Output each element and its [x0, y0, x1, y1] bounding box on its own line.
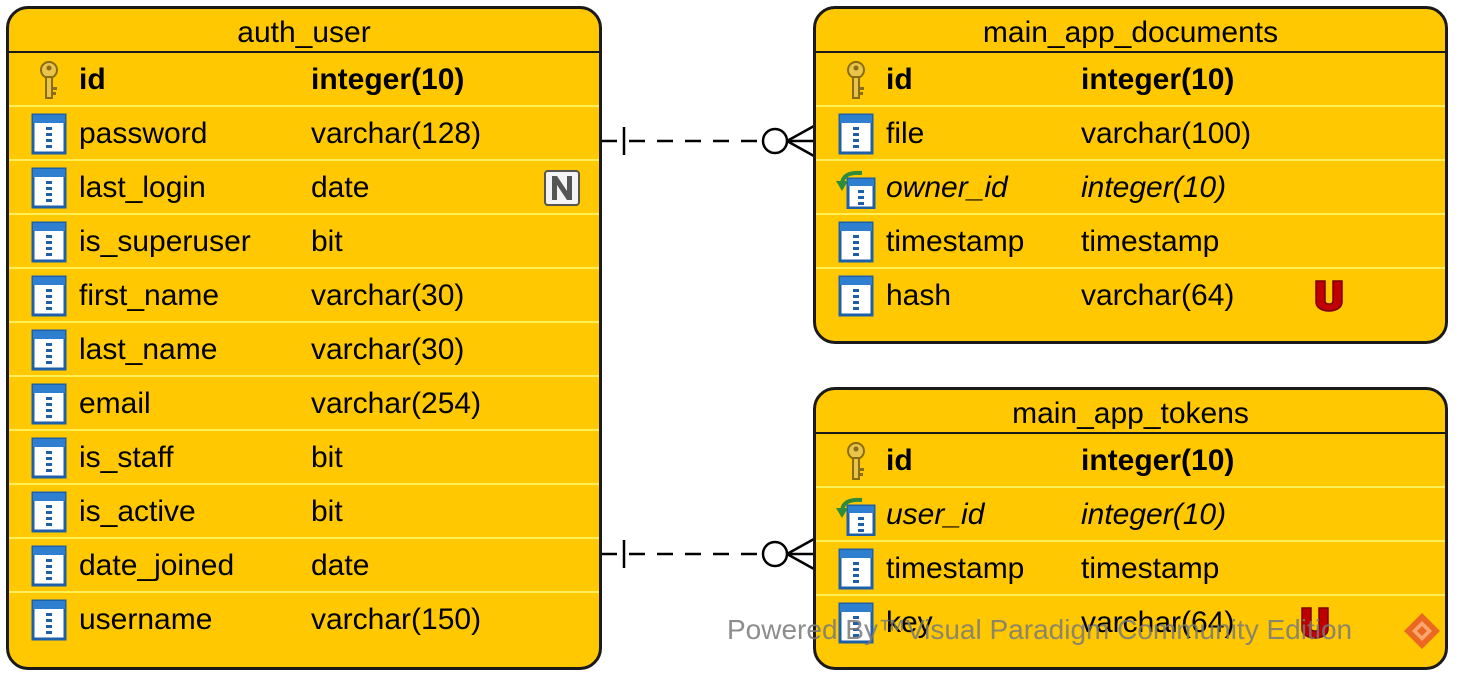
- column-row[interactable]: is_superuser bit: [9, 215, 599, 269]
- column-row[interactable]: date_joined date: [9, 539, 599, 593]
- entity-title: main_app_documents: [816, 9, 1445, 53]
- key-icon: [29, 59, 69, 101]
- column-name: email: [79, 387, 151, 420]
- column-name: timestamp: [886, 225, 1025, 258]
- column-type: bit: [311, 495, 343, 528]
- column-type: integer(10): [311, 63, 465, 96]
- column-type: integer(10): [1081, 498, 1227, 531]
- entity-main-app-tokens[interactable]: main_app_tokens id integer(10) user_id inte…: [813, 387, 1448, 670]
- column-name: timestamp: [886, 552, 1025, 585]
- column-row[interactable]: is_staff bit: [9, 431, 599, 485]
- column-row[interactable]: key varchar(64): [816, 596, 1445, 650]
- column-icon: [29, 329, 69, 371]
- column-type: integer(10): [1081, 63, 1235, 96]
- column-row[interactable]: password varchar(128): [9, 107, 599, 161]
- nullable-badge-icon: [543, 169, 581, 207]
- column-row[interactable]: id integer(10): [9, 53, 599, 107]
- column-row[interactable]: last_login date: [9, 161, 599, 215]
- column-name: date_joined: [79, 549, 235, 582]
- column-type: integer(10): [1081, 171, 1227, 204]
- column-row[interactable]: is_active bit: [9, 485, 599, 539]
- column-icon: [836, 602, 876, 644]
- column-type: timestamp: [1081, 225, 1220, 258]
- entity-main-app-documents[interactable]: main_app_documents id integer(10) file varc…: [813, 6, 1448, 344]
- column-type: varchar(150): [311, 603, 482, 636]
- column-name: key: [886, 606, 933, 639]
- column-row[interactable]: id integer(10): [816, 434, 1445, 488]
- column-icon: [29, 167, 69, 209]
- column-row[interactable]: user_id integer(10): [816, 488, 1445, 542]
- column-icon: [29, 599, 69, 641]
- unique-badge-icon: [1296, 604, 1334, 642]
- column-icon: [29, 275, 69, 317]
- column-icon: [836, 548, 876, 590]
- column-name: file: [886, 117, 925, 150]
- column-name: id: [79, 63, 106, 96]
- column-type: timestamp: [1081, 552, 1220, 585]
- column-type: bit: [311, 441, 343, 474]
- foreign-key-column-icon: [836, 494, 876, 537]
- column-row[interactable]: first_name varchar(30): [9, 269, 599, 323]
- key-icon: [836, 59, 876, 101]
- visual-paradigm-logo-icon: [1404, 613, 1440, 649]
- column-name: last_name: [79, 333, 218, 366]
- column-row[interactable]: file varchar(100): [816, 107, 1445, 161]
- column-list: id integer(10) user_id integer(10) timestamp…: [816, 434, 1445, 650]
- column-row[interactable]: hash varchar(64): [816, 269, 1445, 323]
- entity-title: main_app_tokens: [816, 390, 1445, 434]
- column-name: first_name: [79, 279, 220, 312]
- unique-badge-icon: [1310, 277, 1348, 315]
- column-icon: [29, 491, 69, 533]
- column-type: varchar(100): [1081, 117, 1252, 150]
- entity-title: auth_user: [9, 9, 599, 53]
- column-type: varchar(254): [311, 387, 482, 420]
- column-icon: [29, 113, 69, 155]
- column-icon: [29, 545, 69, 587]
- column-type: varchar(128): [311, 117, 482, 150]
- column-type: varchar(30): [311, 333, 465, 366]
- column-row[interactable]: id integer(10): [816, 53, 1445, 107]
- entity-auth-user[interactable]: auth_user id integer(10) password varchar(1…: [6, 6, 602, 670]
- column-name: id: [886, 63, 913, 96]
- relationship-auth-user-documents: [601, 124, 815, 158]
- column-icon: [29, 437, 69, 479]
- column-name: is_staff: [79, 441, 174, 474]
- column-list: id integer(10) password varchar(128) last_lo…: [9, 53, 599, 647]
- column-type: date: [311, 549, 370, 582]
- relationship-auth-user-tokens: [601, 537, 815, 571]
- column-type: varchar(30): [311, 279, 465, 312]
- column-icon: [836, 221, 876, 263]
- column-icon: [836, 275, 876, 317]
- column-row[interactable]: email varchar(254): [9, 377, 599, 431]
- column-name: id: [886, 444, 913, 477]
- column-type: bit: [311, 225, 343, 258]
- column-name: owner_id: [886, 171, 1008, 204]
- column-type: varchar(64): [1081, 606, 1235, 639]
- column-name: is_active: [79, 495, 196, 528]
- column-type: varchar(64): [1081, 279, 1235, 312]
- column-row[interactable]: username varchar(150): [9, 593, 599, 647]
- column-type: integer(10): [1081, 444, 1235, 477]
- column-row[interactable]: owner_id integer(10): [816, 161, 1445, 215]
- column-name: hash: [886, 279, 952, 312]
- column-name: username: [79, 603, 213, 636]
- column-row[interactable]: last_name varchar(30): [9, 323, 599, 377]
- column-icon: [836, 113, 876, 155]
- column-name: last_login: [79, 171, 206, 204]
- column-icon: [29, 383, 69, 425]
- foreign-key-column-icon: [836, 167, 876, 210]
- column-name: is_superuser: [79, 225, 251, 258]
- column-icon: [29, 221, 69, 263]
- column-name: user_id: [886, 498, 985, 531]
- key-icon: [836, 440, 876, 482]
- watermark-text: Powered By™Visual Paradigm Community Edi…: [727, 614, 1353, 645]
- column-row[interactable]: timestamp timestamp: [816, 215, 1445, 269]
- column-row[interactable]: timestamp timestamp: [816, 542, 1445, 596]
- column-type: date: [311, 171, 370, 204]
- column-list: id integer(10) file varchar(100) owner_id int…: [816, 53, 1445, 323]
- column-name: password: [79, 117, 208, 150]
